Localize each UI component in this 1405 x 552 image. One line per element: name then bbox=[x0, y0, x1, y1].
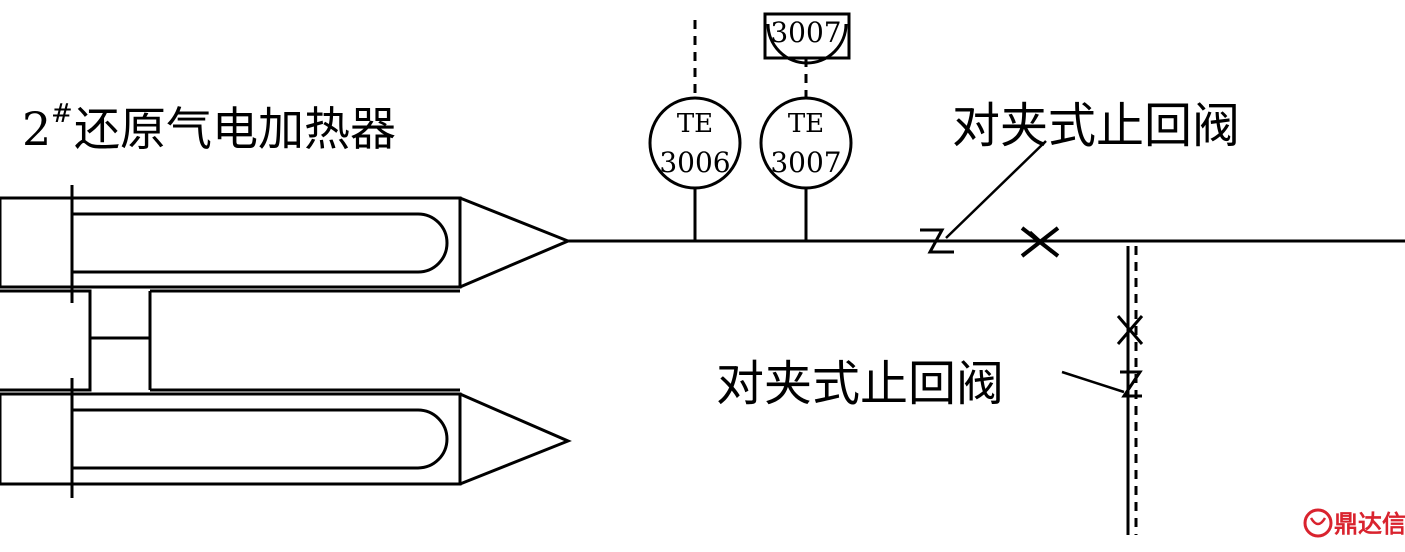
indicator-box-3007: 3007 bbox=[763, 12, 851, 65]
valve-label-main: 对夹式止回阀 bbox=[952, 98, 1240, 154]
heater-title: 2 # 还原气电加热器 bbox=[22, 99, 396, 156]
instrument-tag-3007: TE bbox=[788, 109, 824, 139]
indicator-arc bbox=[766, 23, 848, 65]
check-valve-main bbox=[920, 140, 1047, 254]
instrument-bubble-3007 bbox=[759, 96, 853, 190]
heater-connector bbox=[0, 289, 460, 392]
leader-line-branch bbox=[1061, 370, 1125, 394]
watermark-logo: 鼎达信 bbox=[1303, 508, 1405, 538]
heating-element-top bbox=[72, 212, 449, 274]
indicator-number: 3007 bbox=[770, 16, 841, 49]
leader-line-main bbox=[945, 140, 1047, 239]
gate-valve-main bbox=[1020, 226, 1060, 258]
temperature-element-3006: TE 3006 bbox=[648, 20, 742, 241]
watermark-icon bbox=[1303, 508, 1333, 538]
electric-heater bbox=[0, 185, 572, 498]
temperature-element-3007: TE 3007 bbox=[759, 58, 853, 241]
instrument-number-3006: 3006 bbox=[659, 146, 730, 179]
check-valve-branch-symbol bbox=[1120, 370, 1143, 398]
heater-number-superscript: # bbox=[51, 99, 73, 129]
instrument-bubble-3006 bbox=[648, 96, 742, 190]
heater-number: 2 bbox=[22, 102, 51, 156]
heater-unit-bottom bbox=[0, 378, 572, 498]
heating-element-bottom bbox=[72, 408, 449, 470]
watermark-text: 鼎达信 bbox=[1334, 510, 1405, 538]
instrument-tag-3006: TE bbox=[677, 109, 713, 139]
gate-valve-branch bbox=[1116, 315, 1144, 345]
check-valve-main-symbol bbox=[920, 228, 954, 254]
instrument-number-3007: 3007 bbox=[770, 146, 841, 179]
heater-unit-top bbox=[0, 185, 572, 303]
valve-label-branch: 对夹式止回阀 bbox=[716, 356, 1004, 412]
check-valve-branch bbox=[1061, 370, 1143, 398]
heater-title-text: 还原气电加热器 bbox=[74, 102, 396, 156]
